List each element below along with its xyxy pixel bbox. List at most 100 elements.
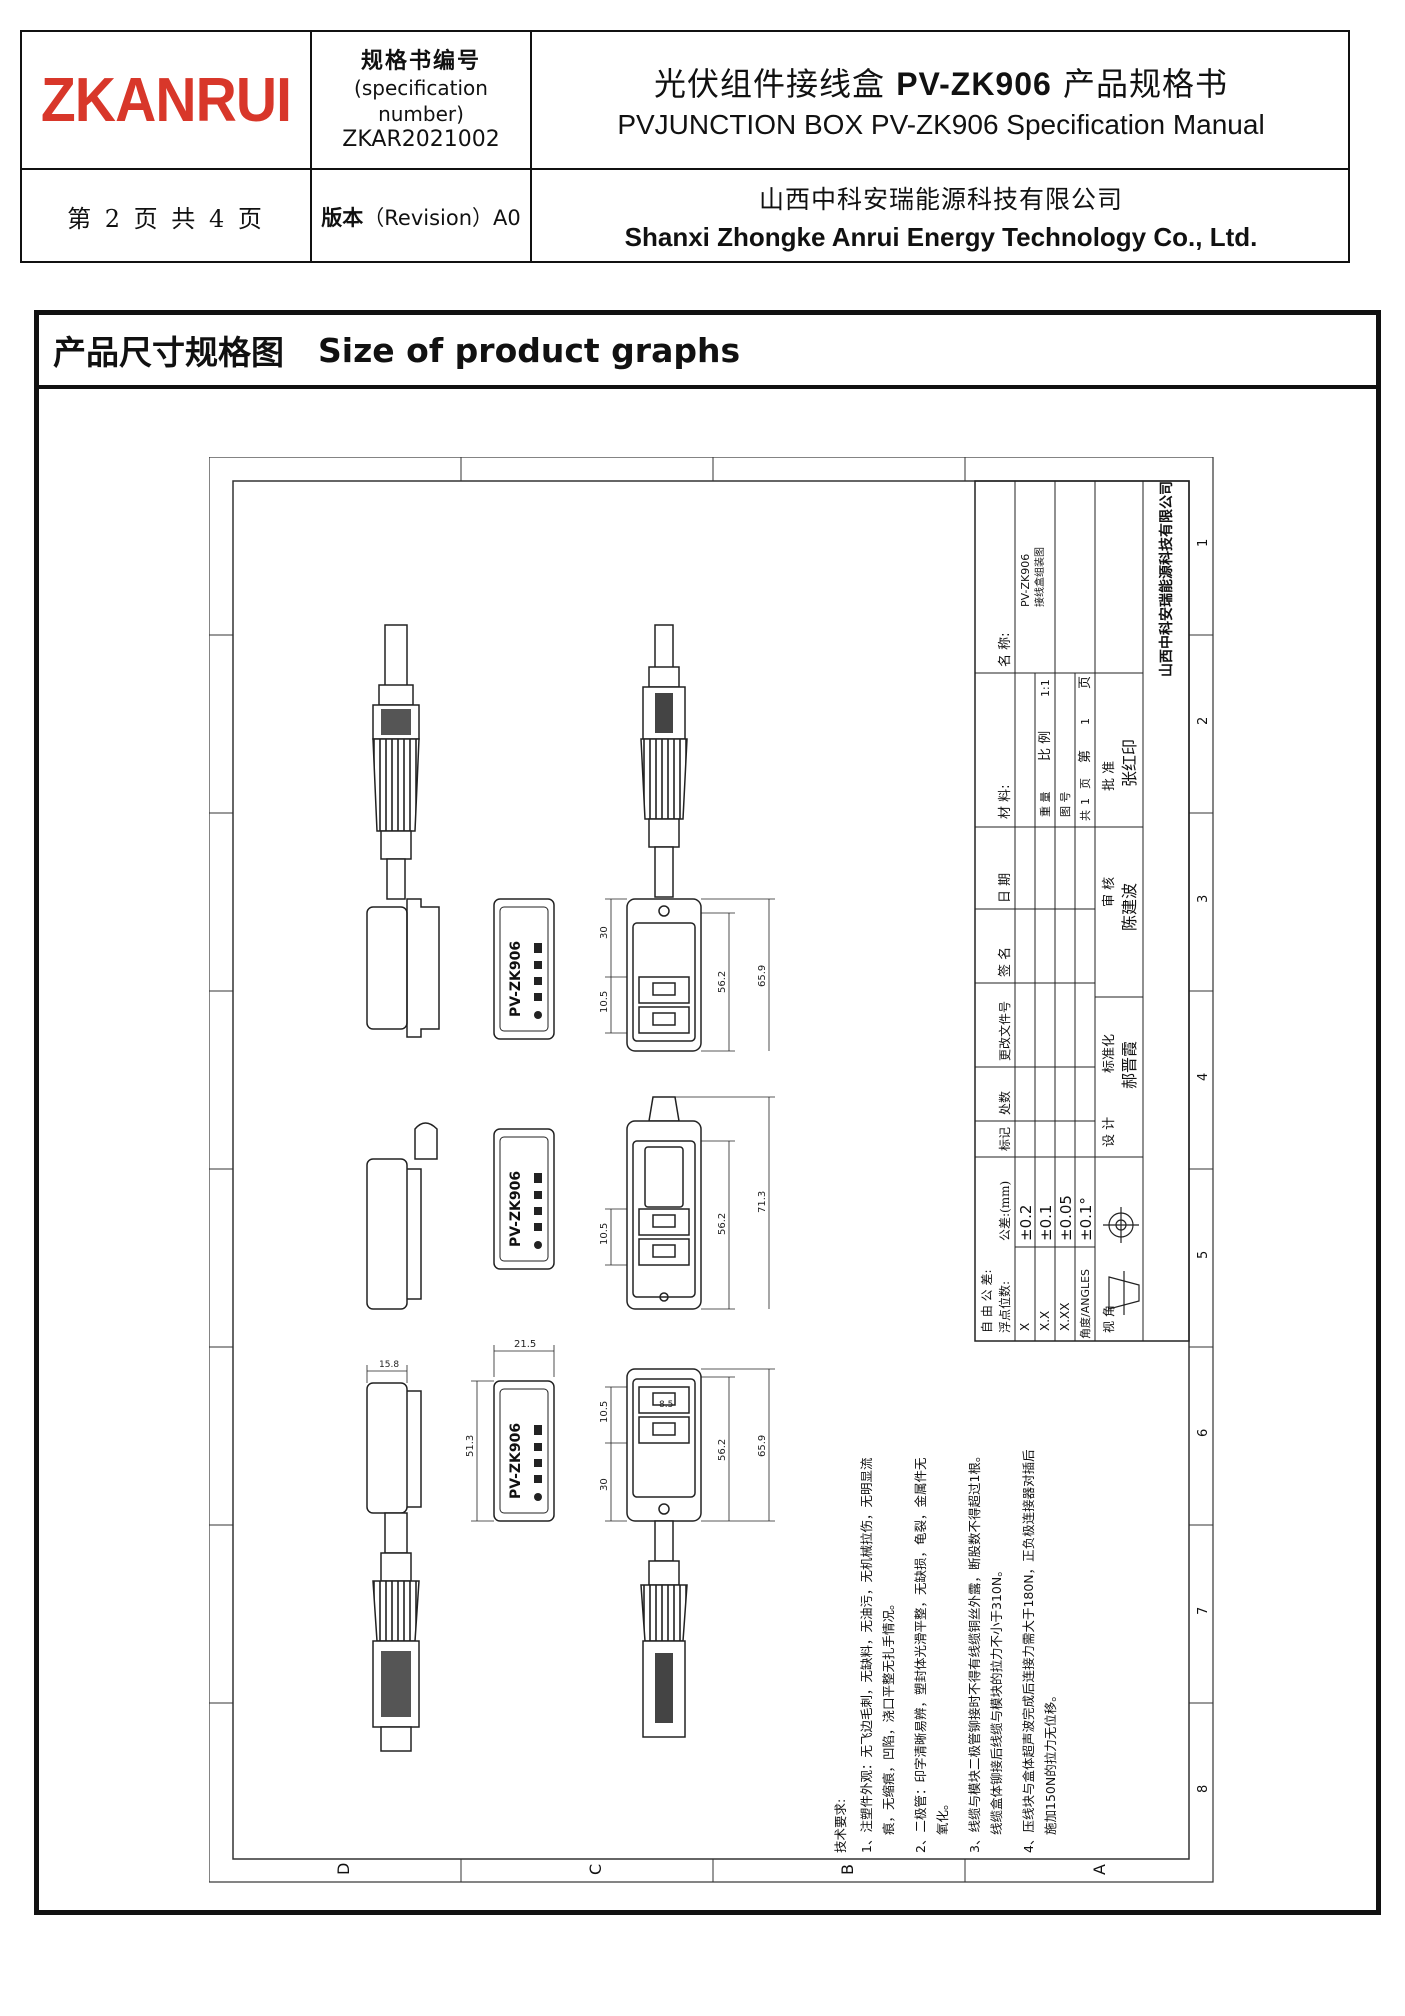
page-info: 第 2 页 共 4 页 <box>67 205 265 233</box>
note-line: 4、压线块与盒体超声波完成后连接力需大于180N，正负极连接器对插后 <box>1021 1449 1036 1853</box>
tol-row-value: ±0.2 <box>1017 1205 1035 1241</box>
grid-letter: B <box>838 1864 857 1875</box>
note-line: 2、二极管：印字清晰易辨，塑封体光滑平整，无缺损，龟裂，金属件无 <box>913 1458 928 1853</box>
tb-sheet-label: 第 <box>1078 750 1093 763</box>
product-graph-panel: 产品尺寸规格图 Size of product graphs D C B A <box>34 310 1381 1915</box>
grid-number: 3 <box>1196 895 1211 903</box>
dimension-label: 56.2 <box>717 1439 728 1461</box>
tol-col1: 浮点位数: <box>997 1281 1012 1333</box>
tb-approve-label: 批 准 <box>1102 761 1117 791</box>
tb-design-label: 设 计 <box>1102 1117 1117 1147</box>
tb-audit-name: 陈建波 <box>1120 883 1139 931</box>
dimension-15-8 <box>366 1365 408 1383</box>
grid-letter: D <box>334 1863 353 1875</box>
tb-scale-label: 比 例 <box>1038 731 1053 761</box>
dimension-label: 8.5 <box>659 1400 673 1410</box>
tol-row-value: ±0.1 <box>1037 1205 1055 1241</box>
note-line: 施加150N的拉力无位移。 <box>1043 1689 1058 1835</box>
grid-number: 8 <box>1196 1785 1211 1793</box>
spec-label-cn: 规格书编号 <box>360 48 481 74</box>
tb-sheet-unit: 页 <box>1078 676 1093 689</box>
tb-date-label: 日 期 <box>998 873 1013 903</box>
dimension-label: 56.2 <box>717 971 728 993</box>
tol-row-value: ±0.05 <box>1057 1195 1075 1241</box>
tol-col2: 公差:(mm) <box>998 1181 1012 1241</box>
tb-name-value: 接线盒组装图 <box>1033 547 1046 607</box>
revision-value: （Revision）A0 <box>363 205 521 230</box>
company-name-en: Shanxi Zhongke Anrui Energy Technology C… <box>624 222 1258 252</box>
label-plate-column: PV-ZK906 PV-ZK906 PV-ZK906 21.5 51. <box>465 898 555 1522</box>
dimension-label: 56.2 <box>717 1213 728 1235</box>
company-logo: ZKANRUI <box>40 65 292 135</box>
doc-title-cn-suffix: 产品规格书 <box>1062 65 1228 103</box>
dimension-label: 15.8 <box>379 1360 399 1370</box>
tb-name-value: PV-ZK906 <box>1019 554 1032 607</box>
tb-total-value: 1 <box>1079 798 1092 805</box>
top-view-dimensions <box>605 898 775 1522</box>
tb-std-label: 标准化 <box>1102 1034 1117 1073</box>
dimension-label: 21.5 <box>514 1339 536 1350</box>
spec-number-cell: 规格书编号 (specification number) ZKAR2021002 <box>312 32 530 168</box>
dimension-label: 51.3 <box>465 1435 476 1457</box>
page-info-cell: 第 2 页 共 4 页 <box>22 170 310 263</box>
note-line: 1、注塑件外观：无飞边毛刺，无缺料，无油污，无机械拉伤，无明显流 <box>859 1457 874 1853</box>
grid-number: 5 <box>1196 1251 1211 1259</box>
tb-scale-value: 1:1 <box>1039 679 1052 697</box>
grid-number: 2 <box>1196 717 1211 725</box>
tb-weight-label: 重 量 <box>1038 792 1052 818</box>
divider <box>310 32 312 261</box>
note-line: 线缆盒体铆接后线缆与模块的拉力不小于310N。 <box>989 1564 1004 1835</box>
doc-title-cell: 光伏组件接线盒 PV-ZK906 产品规格书 PVJUNCTION BOX PV… <box>532 32 1350 168</box>
tb-material-label: 材 料: <box>998 784 1013 819</box>
plate-model-text: PV-ZK906 <box>508 1423 524 1499</box>
dimension-label: 10.5 <box>599 1223 610 1245</box>
tb-count-label: 处数 <box>997 1091 1012 1115</box>
divider <box>22 168 1348 170</box>
doc-title-model: PV-ZK906 <box>896 66 1052 102</box>
projection-symbol-icon <box>1103 1207 1140 1315</box>
tb-name-label: 名 称: <box>997 632 1013 667</box>
dimension-label: 71.3 <box>757 1191 768 1213</box>
dimension-label: 30 <box>599 926 610 939</box>
grid-letter: A <box>1090 1864 1109 1875</box>
engineering-drawing: D C B A 1 2 3 4 5 6 7 8 <box>209 457 1214 1883</box>
note-line: 3、线缆与模块二极管铆接时不得有线缆铜丝外露，断股数不得超过1根。 <box>967 1450 982 1853</box>
company-cell: 山西中科安瑞能源科技有限公司 Shanxi Zhongke Anrui Ener… <box>532 170 1350 263</box>
note-line: 痕，无缩痕，凹陷，浇口平整无扎手情况。 <box>881 1597 896 1835</box>
title-block: 山西中科安瑞能源科技有限公司 名 称: PV-ZK906 接线盒组装图 材 料:… <box>974 480 1190 1342</box>
section-title-en: Size of product graphs <box>318 330 741 370</box>
tb-std-name: 郝晋霞 <box>1120 1041 1139 1089</box>
company-name-cn: 山西中科安瑞能源科技有限公司 <box>758 185 1123 214</box>
spec-label-en-1: (specification <box>354 75 488 100</box>
dimension-label: 10.5 <box>599 991 610 1013</box>
tb-sign-label: 签 名 <box>997 947 1013 977</box>
spec-number: ZKAR2021002 <box>342 126 500 152</box>
doc-title-en: PVJUNCTION BOX PV-ZK906 Specification Ma… <box>617 109 1265 140</box>
tol-row-key: X.X <box>1038 1311 1052 1331</box>
doc-title-cn-prefix: 光伏组件接线盒 <box>654 65 886 103</box>
section-title-cn: 产品尺寸规格图 <box>53 333 284 372</box>
tol-row-key: 角度/ANGLES <box>1078 1269 1092 1339</box>
spec-label-en-2: number) <box>378 101 464 126</box>
side-view-column <box>366 624 440 1752</box>
tb-change-label: 更改文件号 <box>997 1001 1012 1061</box>
tb-approve-name: 张红印 <box>1120 739 1139 787</box>
grid-number: 7 <box>1196 1607 1211 1615</box>
top-view-column <box>626 624 702 1738</box>
tb-mark-label: 标记 <box>998 1127 1012 1151</box>
revision-cell: 版本（Revision）A0 <box>312 170 530 263</box>
grid-number: 1 <box>1196 539 1211 547</box>
tb-audit-label: 审 核 <box>1102 877 1117 907</box>
drawing-outer-frame <box>209 457 1214 1883</box>
tol-row-key: X.XX <box>1058 1303 1072 1331</box>
grid-letter: C <box>586 1864 605 1875</box>
view-label: 视 角 <box>1101 1305 1116 1333</box>
dimension-label: 65.9 <box>757 965 768 987</box>
tb-drawing-no-label: 图 号 <box>1059 792 1072 818</box>
tb-company: 山西中科安瑞能源科技有限公司 <box>1158 481 1175 677</box>
tol-row-value: ±0.1° <box>1077 1197 1095 1241</box>
tb-sheet-value: 1 <box>1079 718 1092 725</box>
tol-title: 自 由 公 差: <box>980 1270 994 1334</box>
grid-number: 4 <box>1196 1073 1211 1081</box>
note-line: 氧化。 <box>935 1797 950 1835</box>
